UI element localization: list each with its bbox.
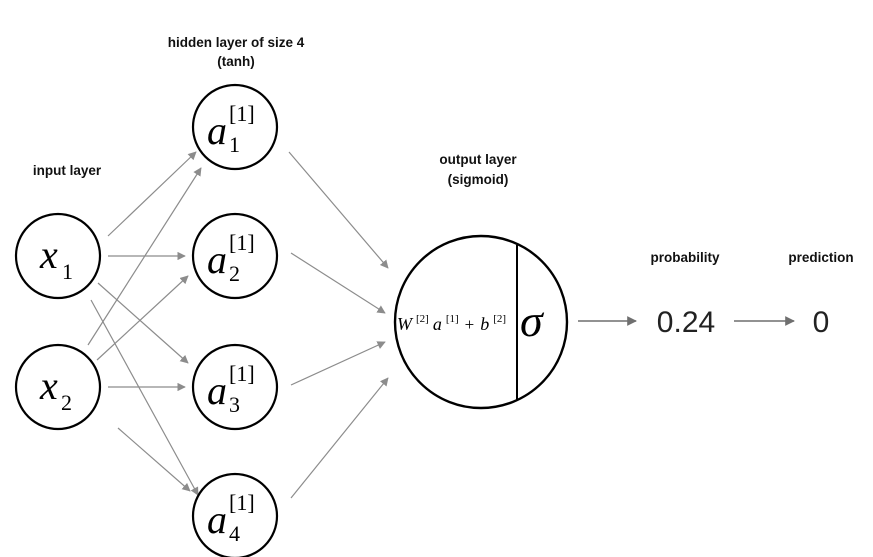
edge-a1-out	[288, 151, 389, 269]
input-node-x2: x 2	[14, 343, 102, 431]
a1-superscript: [1]	[229, 101, 255, 126]
sigmoid-symbol: σ	[520, 295, 545, 346]
a1-index: 1	[229, 132, 240, 157]
edge-x2-a4	[117, 427, 191, 492]
x2-index: 2	[61, 390, 72, 415]
hidden-node-a1: a [1] 1	[191, 83, 279, 171]
input-layer-label: input layer	[33, 163, 102, 178]
edge-x2-a2	[96, 275, 189, 361]
a1-symbol: a	[207, 108, 227, 153]
edge-x1-a3	[97, 282, 189, 364]
a3-symbol: a	[207, 368, 227, 413]
hidden-layer-activation-label: (tanh)	[217, 54, 255, 69]
a2-index: 2	[229, 261, 240, 286]
x1-symbol: x	[39, 232, 58, 277]
input-hidden-edges	[87, 151, 202, 496]
x1-index: 1	[62, 259, 73, 284]
hidden-node-a3: a [1] 3	[191, 343, 279, 431]
a2-symbol: a	[207, 237, 227, 282]
x2-symbol: x	[39, 363, 58, 408]
output-layer-activation-label: (sigmoid)	[448, 172, 509, 187]
probability-label: probability	[650, 250, 719, 265]
hidden-layer-label: hidden layer of size 4	[168, 35, 305, 50]
edge-a2-out	[290, 252, 386, 314]
probability-value: 0.24	[657, 306, 715, 339]
edge-a4-out	[290, 377, 389, 499]
a4-superscript: [1]	[229, 490, 255, 515]
prediction-label: prediction	[788, 250, 853, 265]
output-node: W [2] a [1] + b [2] σ	[393, 234, 569, 410]
output-layer-label: output layer	[439, 152, 517, 167]
edge-x2-a1	[87, 167, 202, 346]
edge-x1-a1	[107, 151, 197, 237]
hidden-output-edges	[288, 151, 389, 499]
prediction-value: 0	[813, 306, 830, 339]
a3-superscript: [1]	[229, 361, 255, 386]
a3-index: 3	[229, 392, 240, 417]
a2-superscript: [1]	[229, 230, 255, 255]
linear-formula: W [2] a [1] + b [2]	[397, 309, 506, 334]
edge-a3-out	[290, 341, 386, 386]
edge-x1-a4	[90, 299, 199, 496]
a4-symbol: a	[207, 497, 227, 542]
a4-index: 4	[229, 521, 240, 546]
hidden-node-a4: a [1] 4	[191, 472, 279, 557]
input-node-x1: x 1	[14, 212, 102, 300]
hidden-node-a2: a [1] 2	[191, 212, 279, 300]
